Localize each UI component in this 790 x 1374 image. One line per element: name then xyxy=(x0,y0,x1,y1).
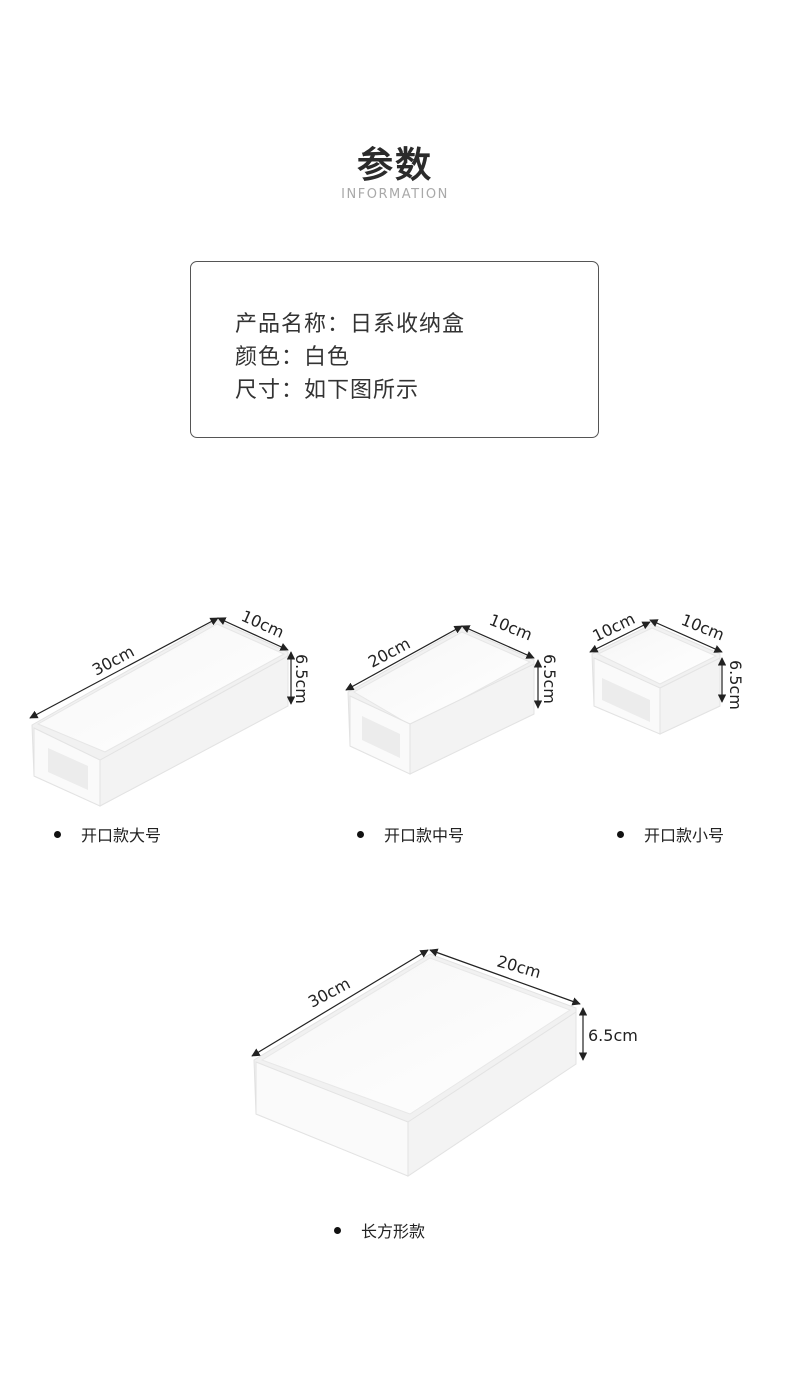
page-title: 参数 xyxy=(356,145,433,186)
product-illustrations: 30cm 10cm 6.5cm 20cm 10cm 6.5cm 10cm 10c… xyxy=(29,606,745,1177)
large-height-label: 6.5cm xyxy=(292,654,311,704)
medium-width-label: 10cm xyxy=(487,610,536,644)
info-box: 产品名称：日系收纳盒 颜色：白色 尺寸：如下图所示 xyxy=(190,261,599,438)
caption-small-text: 开口款小号 xyxy=(644,826,725,845)
box-small-open xyxy=(589,619,727,735)
bullet-icon xyxy=(617,831,624,838)
caption-medium: 开口款中号 xyxy=(357,822,464,846)
medium-height-label: 6.5cm xyxy=(540,654,559,704)
rect-width-label: 20cm xyxy=(495,952,543,983)
caption-large: 开口款大号 xyxy=(54,822,161,846)
bullet-icon xyxy=(357,831,364,838)
rect-height-label: 6.5cm xyxy=(588,1026,638,1045)
caption-rectangular-text: 长方形款 xyxy=(361,1222,426,1241)
bullet-icon xyxy=(54,831,61,838)
caption-small: 开口款小号 xyxy=(617,822,724,846)
color-line: 颜色：白色 xyxy=(235,345,351,370)
product-name-line: 产品名称：日系收纳盒 xyxy=(235,312,466,337)
page-subtitle: INFORMATION xyxy=(341,187,449,202)
small-height-label: 6.5cm xyxy=(726,660,745,710)
bullet-icon xyxy=(334,1227,341,1234)
box-medium-open xyxy=(345,625,543,775)
caption-medium-text: 开口款中号 xyxy=(384,826,465,845)
box-rectangular xyxy=(251,948,588,1177)
caption-large-text: 开口款大号 xyxy=(81,826,162,845)
size-line: 尺寸：如下图所示 xyxy=(235,378,420,403)
box-large-open xyxy=(29,617,296,807)
caption-rectangular: 长方形款 xyxy=(334,1218,425,1242)
